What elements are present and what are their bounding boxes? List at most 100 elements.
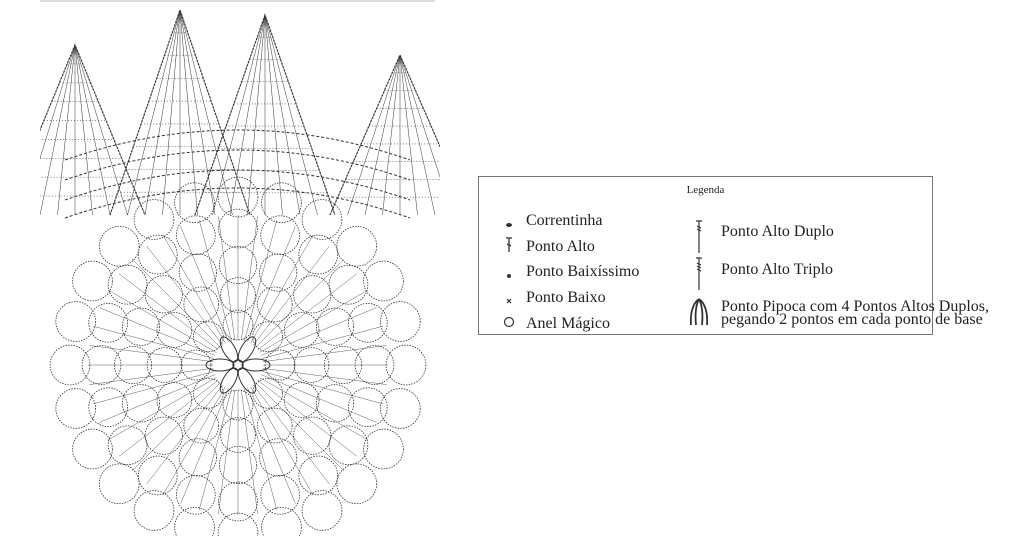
radial-stitch: [247, 226, 296, 342]
scallop: [55, 388, 97, 429]
crown-grid-line: [179, 9, 251, 216]
radial-stitch: [262, 345, 387, 362]
scallop: [174, 506, 215, 536]
scallop: [133, 199, 175, 240]
radial-stitch: [259, 289, 369, 353]
scallop: [49, 344, 91, 386]
crown-grid-line: [40, 44, 76, 160]
radial-stitch: [261, 307, 377, 356]
scallop: [121, 307, 161, 346]
crown-grid-line: [212, 14, 266, 216]
crown-grid-line: [179, 9, 216, 216]
radial-stitch: [146, 245, 223, 346]
scallop: [121, 384, 161, 423]
crown-grid-line: [399, 54, 418, 216]
radial-stitch: [244, 220, 278, 341]
scallop: [379, 388, 421, 429]
crown-grid-line: [229, 14, 266, 216]
radial-stitch: [244, 389, 278, 510]
scallop: [88, 303, 128, 343]
radial-stitch: [247, 388, 296, 504]
crown-grid-line: [194, 14, 266, 216]
scallop: [363, 260, 404, 302]
radial-stitch: [262, 368, 387, 385]
legend-label: pegando 2 pontos em cada ponto de base: [721, 311, 983, 328]
crown-grid-line: [399, 54, 440, 148]
scallop: [176, 475, 216, 515]
scallop: [328, 264, 369, 305]
scallop: [260, 215, 300, 255]
radial-stitch: [253, 384, 330, 485]
scallop: [222, 309, 254, 341]
radial-stitch: [198, 220, 232, 341]
radial-stitch: [257, 380, 358, 457]
scallop: [176, 215, 216, 255]
legend-label: Ponto Alto Duplo: [721, 223, 834, 240]
radial-stitch: [131, 382, 221, 472]
scallop: [298, 455, 339, 496]
triple-treble-icon: [691, 257, 707, 296]
radial-stitch: [118, 380, 219, 457]
crown-grid-line: [40, 44, 76, 131]
slip-stitch-icon: [501, 266, 517, 284]
scallop: [336, 225, 378, 267]
crown-grid-line: [109, 9, 181, 216]
scallop: [156, 382, 193, 418]
scallop: [363, 428, 404, 470]
scallop: [156, 312, 193, 348]
scallop: [137, 234, 178, 275]
scallop: [256, 407, 293, 444]
scallop: [133, 490, 175, 531]
radial-stitch: [262, 325, 383, 359]
radial-stitch: [250, 234, 314, 344]
scallop: [259, 438, 298, 477]
legend-label: Ponto Alto: [526, 238, 595, 255]
center-petal: [237, 336, 257, 363]
center-petal: [219, 367, 239, 394]
scallop: [259, 253, 298, 292]
crown-grid-line: [74, 44, 146, 216]
scallop: [174, 182, 215, 224]
legend-box: Legenda Correntinha Ponto Alto Ponto Bai…: [478, 176, 989, 335]
radial-stitch: [250, 386, 314, 496]
scallop: [144, 275, 183, 314]
scallop: [261, 506, 302, 536]
radial-stitch: [146, 384, 223, 485]
popcorn-stitch-icon: [687, 297, 711, 332]
crown-grid-line: [264, 14, 301, 216]
legend-label: Ponto Baixo: [526, 289, 606, 306]
radial-stitch: [107, 377, 217, 441]
radial-stitch: [89, 368, 214, 385]
radial-stitch: [180, 226, 229, 342]
radial-stitch: [253, 245, 330, 346]
radial-stitch: [257, 273, 358, 350]
center-petal: [205, 358, 235, 372]
radial-stitch: [218, 216, 235, 341]
radial-stitch: [198, 389, 232, 510]
magic-ring-icon: [501, 315, 517, 333]
scallop: [298, 234, 339, 275]
scallop: [98, 463, 140, 505]
radial-stitch: [255, 258, 345, 348]
scallop: [348, 387, 388, 427]
crown-grid-line: [179, 9, 233, 216]
radial-stitch: [99, 374, 215, 423]
crown-grid-line: [399, 54, 436, 216]
scallop: [256, 286, 293, 323]
scallop: [137, 455, 178, 496]
crown-band: [64, 169, 411, 201]
radial-stitch: [262, 371, 383, 405]
legend-title: Legenda: [686, 184, 725, 196]
crown-grid-line: [57, 44, 76, 216]
crown-grid-line: [329, 54, 401, 216]
radial-stitch: [99, 307, 215, 356]
scallop: [293, 275, 332, 314]
scallop: [183, 407, 220, 444]
page-top-divider: [40, 0, 435, 2]
scallop: [283, 312, 320, 348]
scallop: [315, 384, 355, 423]
scallop: [385, 344, 427, 386]
center-petal: [219, 336, 239, 363]
scallop: [328, 425, 369, 466]
crown-grid-line: [264, 14, 336, 216]
